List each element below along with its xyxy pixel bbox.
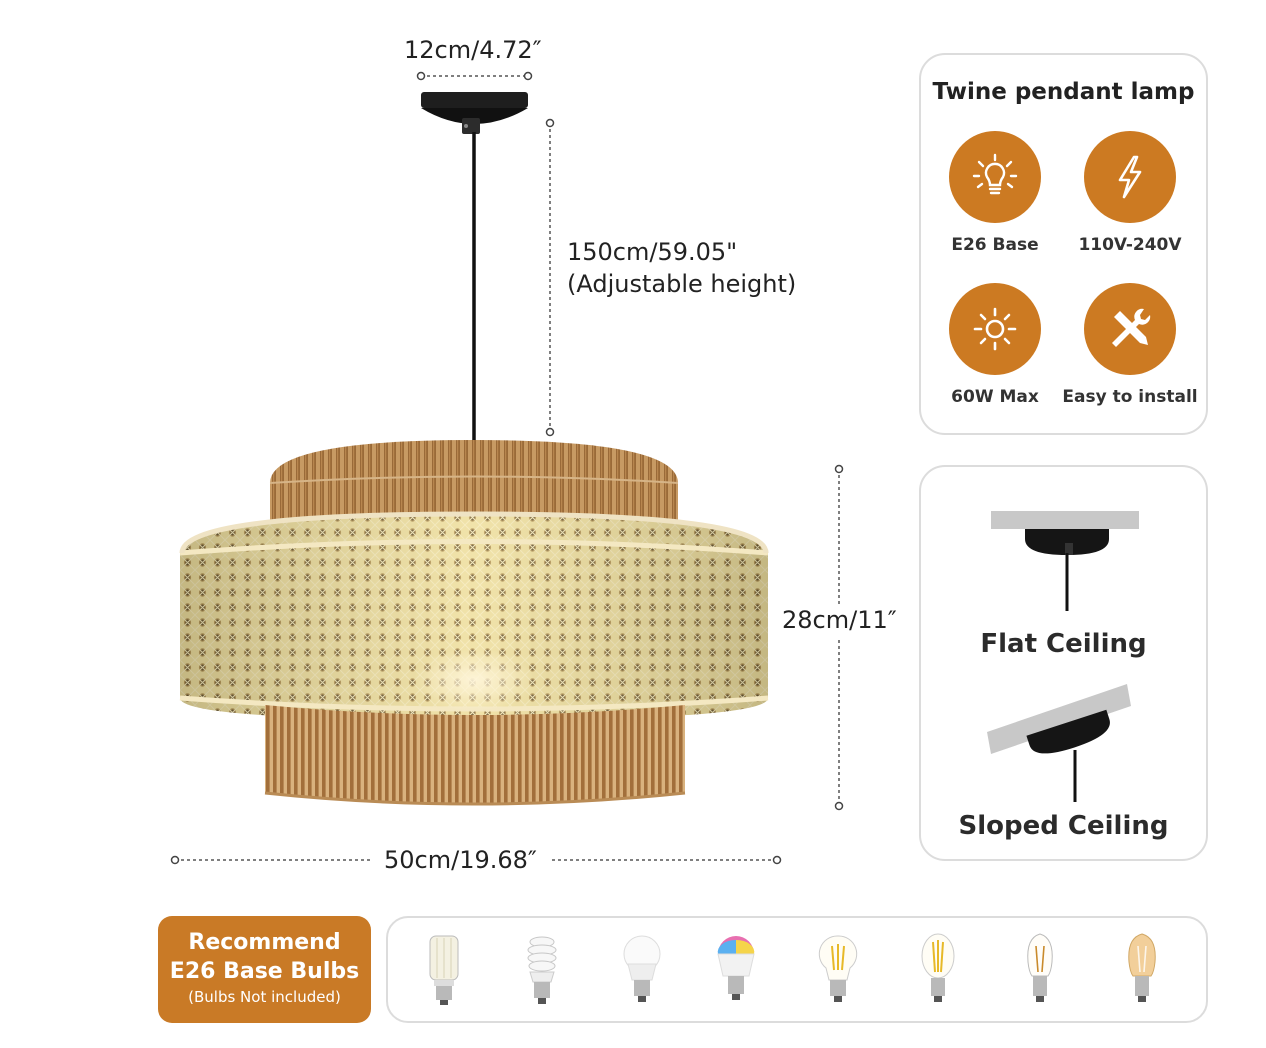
feature-install: Easy to install — [1060, 283, 1200, 407]
sloped-ceiling-icon — [987, 684, 1131, 802]
upper-twine-drum — [270, 440, 678, 520]
filament-st-bulb-icon — [1027, 933, 1053, 1002]
lightning-icon — [1084, 131, 1176, 223]
cord-length-label: 150cm/59.05" — [567, 238, 738, 266]
feature-panel: Twine pendant lamp E26 Base 110V-240V — [919, 53, 1208, 435]
lower-twine-drum — [265, 705, 685, 804]
bulb-icon — [949, 131, 1041, 223]
ceiling-compatibility-panel: Flat Ceiling Sloped Ceiling — [919, 465, 1208, 861]
compatible-bulbs-strip — [386, 916, 1208, 1023]
recommend-line-2: E26 Base Bulbs — [169, 959, 360, 984]
ceiling-canopy — [421, 92, 528, 108]
feature-install-label: Easy to install — [1062, 387, 1198, 407]
canopy-width-label: 12cm/4.72″ — [404, 36, 542, 64]
pendant-lamp-illustration — [170, 71, 844, 865]
tools-icon — [1084, 283, 1176, 375]
filament-a-bulb-icon — [818, 935, 858, 1002]
shade-width-label: 50cm/19.68″ — [384, 846, 537, 874]
spiral-cfl-bulb-icon — [527, 936, 557, 1004]
amber-edison-bulb-icon — [1128, 933, 1156, 1002]
cord-note-label: (Adjustable height) — [567, 270, 797, 298]
led-corn-bulb-icon — [429, 935, 459, 1005]
recommend-note: (Bulbs Not included) — [188, 988, 341, 1006]
flat-ceiling-icon — [991, 511, 1139, 611]
sun-icon — [949, 283, 1041, 375]
smart-rgb-bulb-icon — [717, 936, 755, 1000]
filament-g-bulb-icon — [921, 933, 955, 1002]
feature-panel-title: Twine pendant lamp — [932, 79, 1195, 105]
feature-wattage: 60W Max — [925, 283, 1065, 407]
shade-height-label: 28cm/11″ — [782, 606, 897, 634]
recommend-line-1: Recommend — [188, 930, 341, 955]
sloped-ceiling-label: Sloped Ceiling — [958, 811, 1169, 841]
led-a19-bulb-icon — [623, 935, 661, 1002]
feature-e26-base: E26 Base — [925, 131, 1065, 255]
feature-e26-base-label: E26 Base — [951, 235, 1039, 255]
recommend-bulbs-badge: Recommend E26 Base Bulbs (Bulbs Not incl… — [158, 916, 371, 1023]
feature-wattage-label: 60W Max — [951, 387, 1039, 407]
feature-voltage-label: 110V-240V — [1078, 235, 1182, 255]
feature-voltage: 110V-240V — [1060, 131, 1200, 255]
flat-ceiling-label: Flat Ceiling — [980, 629, 1147, 659]
